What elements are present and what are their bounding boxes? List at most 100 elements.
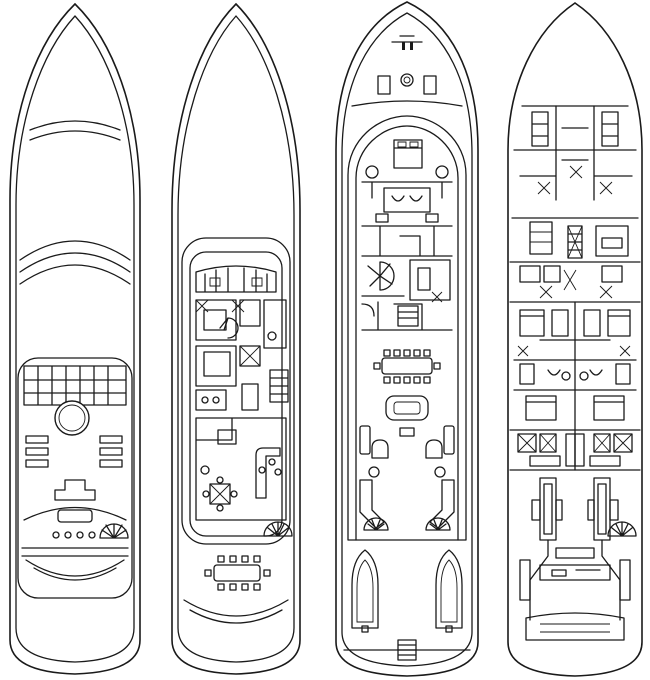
lower-deck	[507, 2, 643, 677]
bridge-deck-sky-lounge	[195, 417, 287, 521]
lower-deck-bed-5	[525, 395, 557, 421]
main-deck-salon-coffee	[385, 395, 429, 421]
main-deck-owner-bath	[383, 187, 431, 213]
main-deck-bollard-left	[402, 42, 405, 50]
main-deck-dining-table	[381, 357, 433, 375]
bridge-deck-stair-fan	[263, 521, 293, 537]
main-deck-galley-block	[409, 259, 451, 301]
lower-deck-stair-fan	[607, 521, 637, 537]
sun-deck	[9, 2, 141, 675]
main-deck-owner-bed	[393, 139, 423, 169]
main-deck-side-table-left	[368, 466, 380, 478]
bridge-deck-captain-cabin	[195, 299, 287, 349]
main-deck-spiral-stair	[367, 261, 395, 291]
main-deck-owner-vanity-2	[425, 213, 439, 223]
main-deck-salon-sofa-left	[359, 425, 371, 455]
lower-deck-utility-crosses	[539, 269, 613, 299]
sun-deck-arc-5	[19, 264, 131, 285]
sun-deck-stools	[52, 531, 96, 539]
bridge-deck-cabin-cross	[195, 299, 245, 313]
main-deck-tender-left	[351, 549, 379, 629]
bridge-deck-armchair	[200, 465, 210, 475]
bridge-deck-aft-seating	[183, 599, 289, 624]
main-deck-aft-stair-right	[425, 517, 451, 531]
bridge-deck-desk	[241, 383, 259, 411]
main-deck-aft-sofas	[359, 479, 455, 529]
main-deck-tender-right	[435, 549, 463, 629]
lower-deck-cabin-walls	[513, 301, 637, 471]
main-deck-tender-left-inner	[356, 559, 374, 623]
bridge-deck-table	[217, 429, 237, 445]
main-deck-chair-left	[371, 439, 389, 459]
main-deck-winch-right	[423, 75, 437, 95]
sun-deck-grid-shade	[23, 365, 127, 406]
main-deck-tender-right-inner	[440, 559, 458, 623]
bridge-deck-hull-inner	[177, 15, 295, 663]
sun-deck-spiral-stair	[99, 523, 129, 539]
main-deck	[335, 1, 479, 677]
sun-deck-jacuzzi	[54, 400, 90, 436]
lower-deck-machinery-band	[517, 433, 633, 467]
main-deck-anchor-box	[391, 35, 423, 43]
main-deck-salon-table	[399, 427, 415, 437]
main-deck-walls-a	[361, 225, 453, 257]
main-deck-walls-b	[361, 295, 453, 331]
main-deck-stern-steps	[397, 639, 417, 661]
sun-deck-arc-1	[29, 120, 121, 131]
sun-deck-console	[54, 479, 96, 501]
lower-deck-galley	[595, 225, 629, 257]
main-deck-tender-chock-2	[445, 625, 453, 633]
sun-deck-loungers	[25, 435, 123, 468]
main-deck-capstan	[400, 73, 414, 87]
sun-deck-aft-enclosure	[17, 357, 133, 599]
sun-deck-arc-3	[19, 240, 131, 261]
main-deck-salon-sofa-right	[443, 425, 455, 455]
lower-deck-bed-3	[583, 309, 601, 337]
bridge-deck-sofa	[255, 447, 281, 499]
lower-deck-bath-left	[519, 363, 561, 385]
sun-deck-bar-curve	[23, 506, 127, 521]
lower-deck-bed-4	[607, 309, 631, 337]
main-deck-bollard-right	[410, 42, 413, 50]
main-deck-aft-stair-left	[363, 517, 389, 531]
lower-deck-engine-room	[519, 477, 631, 641]
bridge-deck-wheelhouse	[195, 265, 277, 293]
main-deck-fore-line	[351, 100, 463, 107]
bridge-deck-game-table	[202, 476, 238, 512]
sun-deck-hull-outer	[9, 2, 141, 675]
main-deck-house-outer	[347, 115, 467, 541]
sun-deck-arc-2	[29, 130, 121, 141]
main-deck-chair-right	[425, 439, 443, 459]
bridge-deck-cross-2	[239, 345, 261, 367]
sun-deck-hull-inner	[15, 15, 135, 663]
lower-deck-crew-mess	[529, 221, 553, 255]
lower-deck-bed-2	[551, 309, 569, 337]
main-deck-stair-b	[397, 305, 419, 327]
sun-deck-bar-table	[57, 509, 93, 523]
main-deck-owner-chair-right	[435, 165, 449, 179]
main-deck-owner-vanity	[375, 213, 389, 223]
main-deck-hull-inner	[341, 12, 473, 667]
lower-deck-bed-1	[519, 309, 545, 337]
main-deck-house-inner	[355, 125, 459, 541]
bridge-deck-toilet	[267, 331, 277, 341]
lower-deck-crew-walls	[519, 105, 633, 201]
main-deck-side-table-right	[434, 466, 446, 478]
main-deck-cross-a	[431, 291, 443, 303]
bridge-deck-dining-table	[213, 564, 261, 582]
bridge-deck	[171, 2, 301, 675]
lower-deck-crew-crosses	[537, 165, 613, 195]
sun-deck-arc-4	[19, 252, 131, 273]
bridge-deck-spiral-stair	[219, 317, 239, 339]
lower-deck-crew-bunks	[531, 111, 619, 147]
bridge-deck-chairs	[209, 277, 263, 287]
bridge-deck-house-outer	[181, 237, 291, 545]
main-deck-door-arc	[361, 303, 375, 317]
lower-deck-bed-6	[593, 395, 625, 421]
lower-deck-utility-boxes	[519, 265, 623, 283]
lower-deck-bath-right	[589, 363, 631, 385]
sun-deck-jacuzzi-inner	[58, 404, 86, 432]
main-deck-owner-chair-left	[365, 165, 379, 179]
main-deck-salon-coffee-inner	[393, 401, 421, 415]
main-deck-winch-left	[377, 75, 391, 95]
